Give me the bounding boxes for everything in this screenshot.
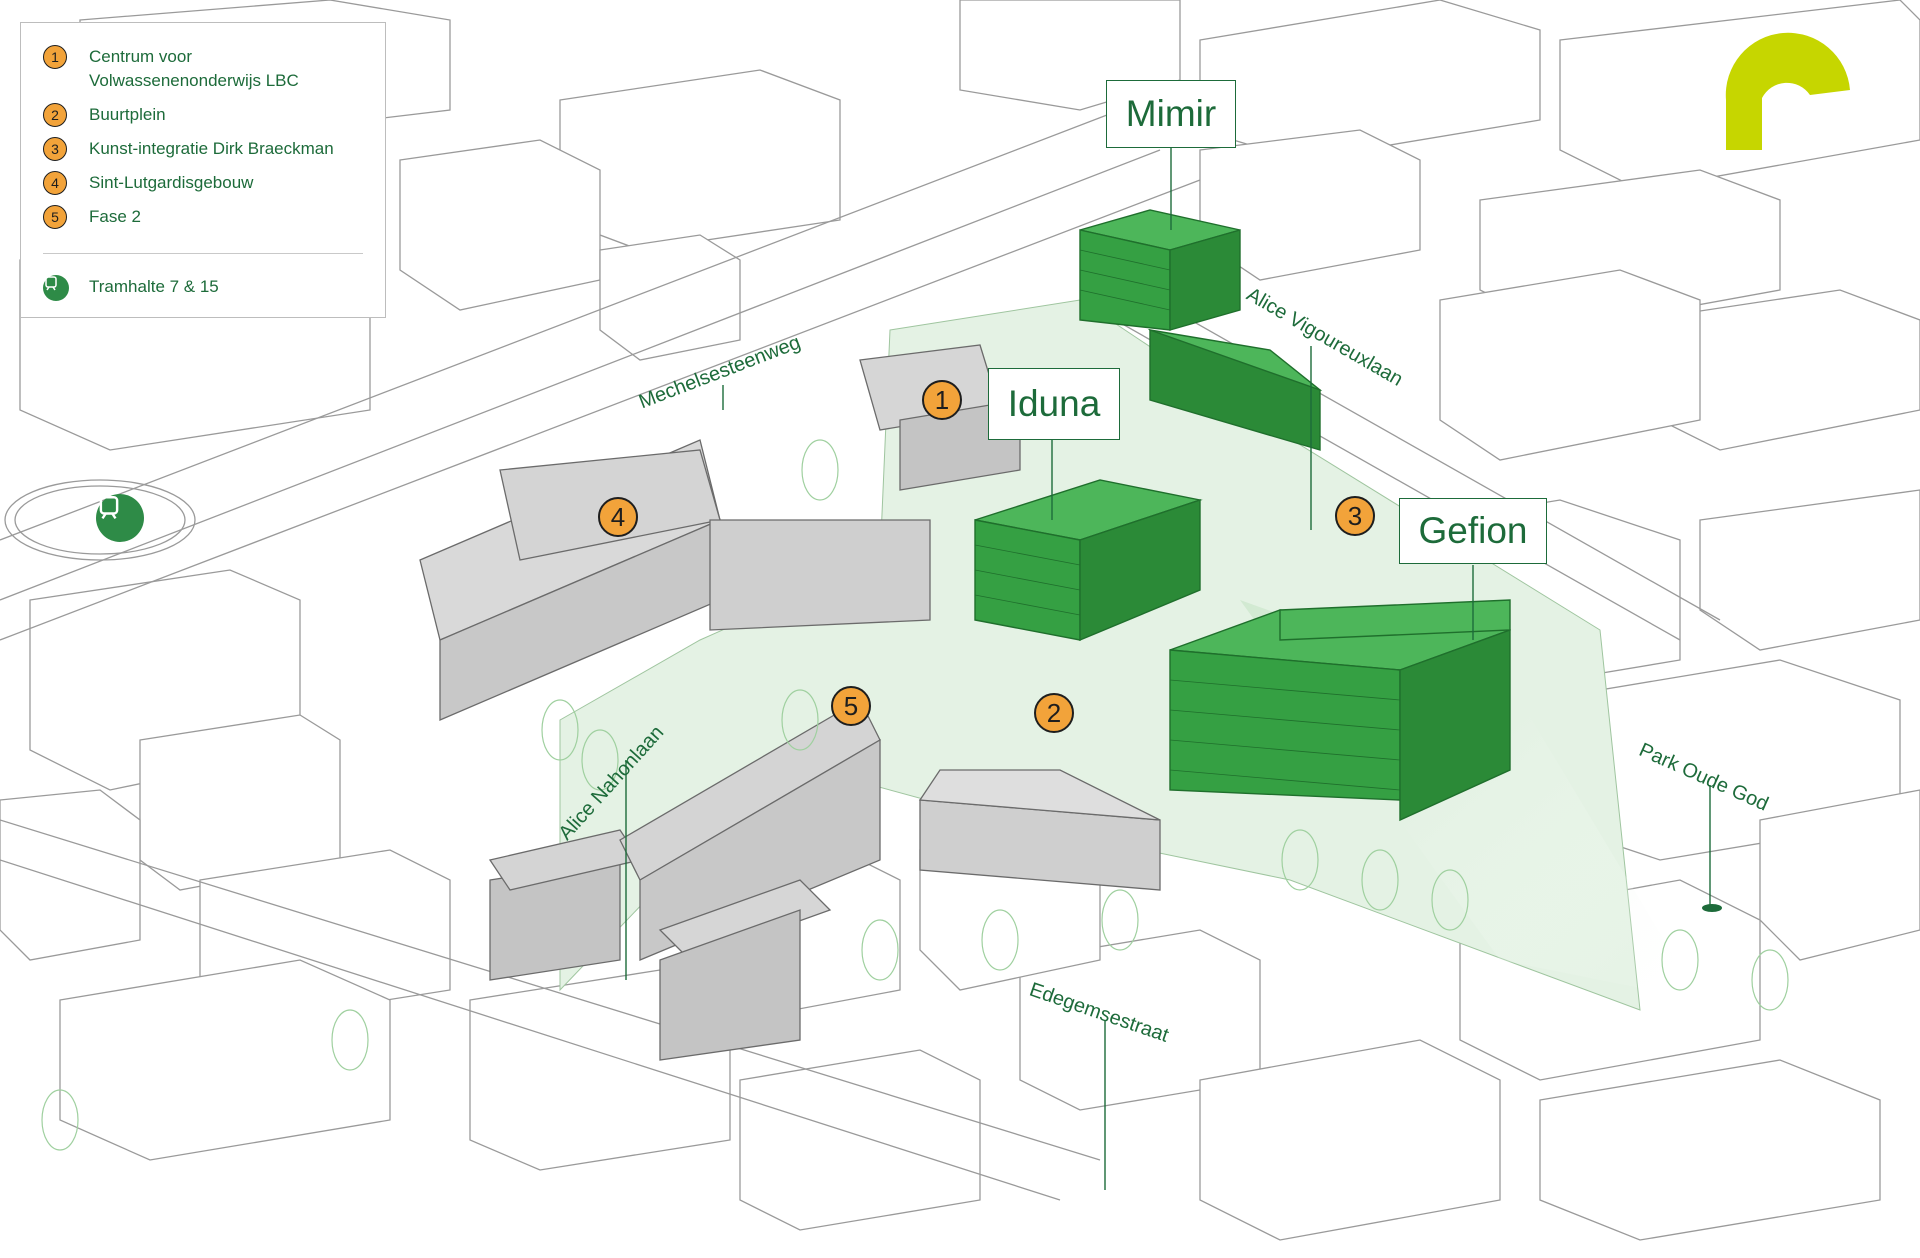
marker-1[interactable]: 1 [922, 380, 962, 420]
legend-label: Buurtplein [89, 105, 166, 124]
park-pin [1702, 904, 1722, 912]
logo-arch-icon [1725, 32, 1850, 150]
legend-item-5: 5 Fase 2 [43, 205, 141, 229]
legend-number: 1 [43, 45, 67, 69]
building-label-mimir[interactable]: Mimir [1106, 80, 1236, 148]
facade-grid [974, 249, 1401, 791]
legend-number: 5 [43, 205, 67, 229]
legend-label: Tramhalte 7 & 15 [89, 277, 219, 296]
legend-number: 3 [43, 137, 67, 161]
legend-label: Fase 2 [89, 207, 141, 226]
marker-2[interactable]: 2 [1034, 693, 1074, 733]
marker-4[interactable]: 4 [598, 497, 638, 537]
legend-item-2: 2 Buurtplein [43, 103, 166, 127]
trees [41, 439, 1789, 1151]
legend-label: Kunst-integratie Dirk Braeckman [89, 139, 334, 158]
tram-icon [43, 275, 69, 301]
leader-lines [625, 148, 1711, 1190]
building-label-gefion[interactable]: Gefion [1399, 498, 1547, 564]
tram-stop-icon[interactable] [96, 494, 144, 542]
legend: 1 Centrum voor Volwassenenonderwijs LBC … [20, 22, 386, 318]
legend-label: Centrum voor Volwassenenonderwijs LBC [89, 47, 299, 90]
tram-loop [4, 479, 196, 561]
legend-number: 4 [43, 171, 67, 195]
legend-number: 2 [43, 103, 67, 127]
legend-item-1: 1 Centrum voor Volwassenenonderwijs LBC [43, 45, 349, 93]
legend-item-3: 3 Kunst-integratie Dirk Braeckman [43, 137, 334, 161]
legend-item-tram: Tramhalte 7 & 15 [43, 275, 219, 301]
legend-item-4: 4 Sint-Lutgardisgebouw [43, 171, 253, 195]
legend-label: Sint-Lutgardisgebouw [89, 173, 254, 192]
legend-divider [43, 253, 363, 254]
building-label-iduna[interactable]: Iduna [988, 368, 1120, 440]
marker-3[interactable]: 3 [1335, 496, 1375, 536]
existing-buildings [419, 344, 1161, 1061]
marker-5[interactable]: 5 [831, 686, 871, 726]
